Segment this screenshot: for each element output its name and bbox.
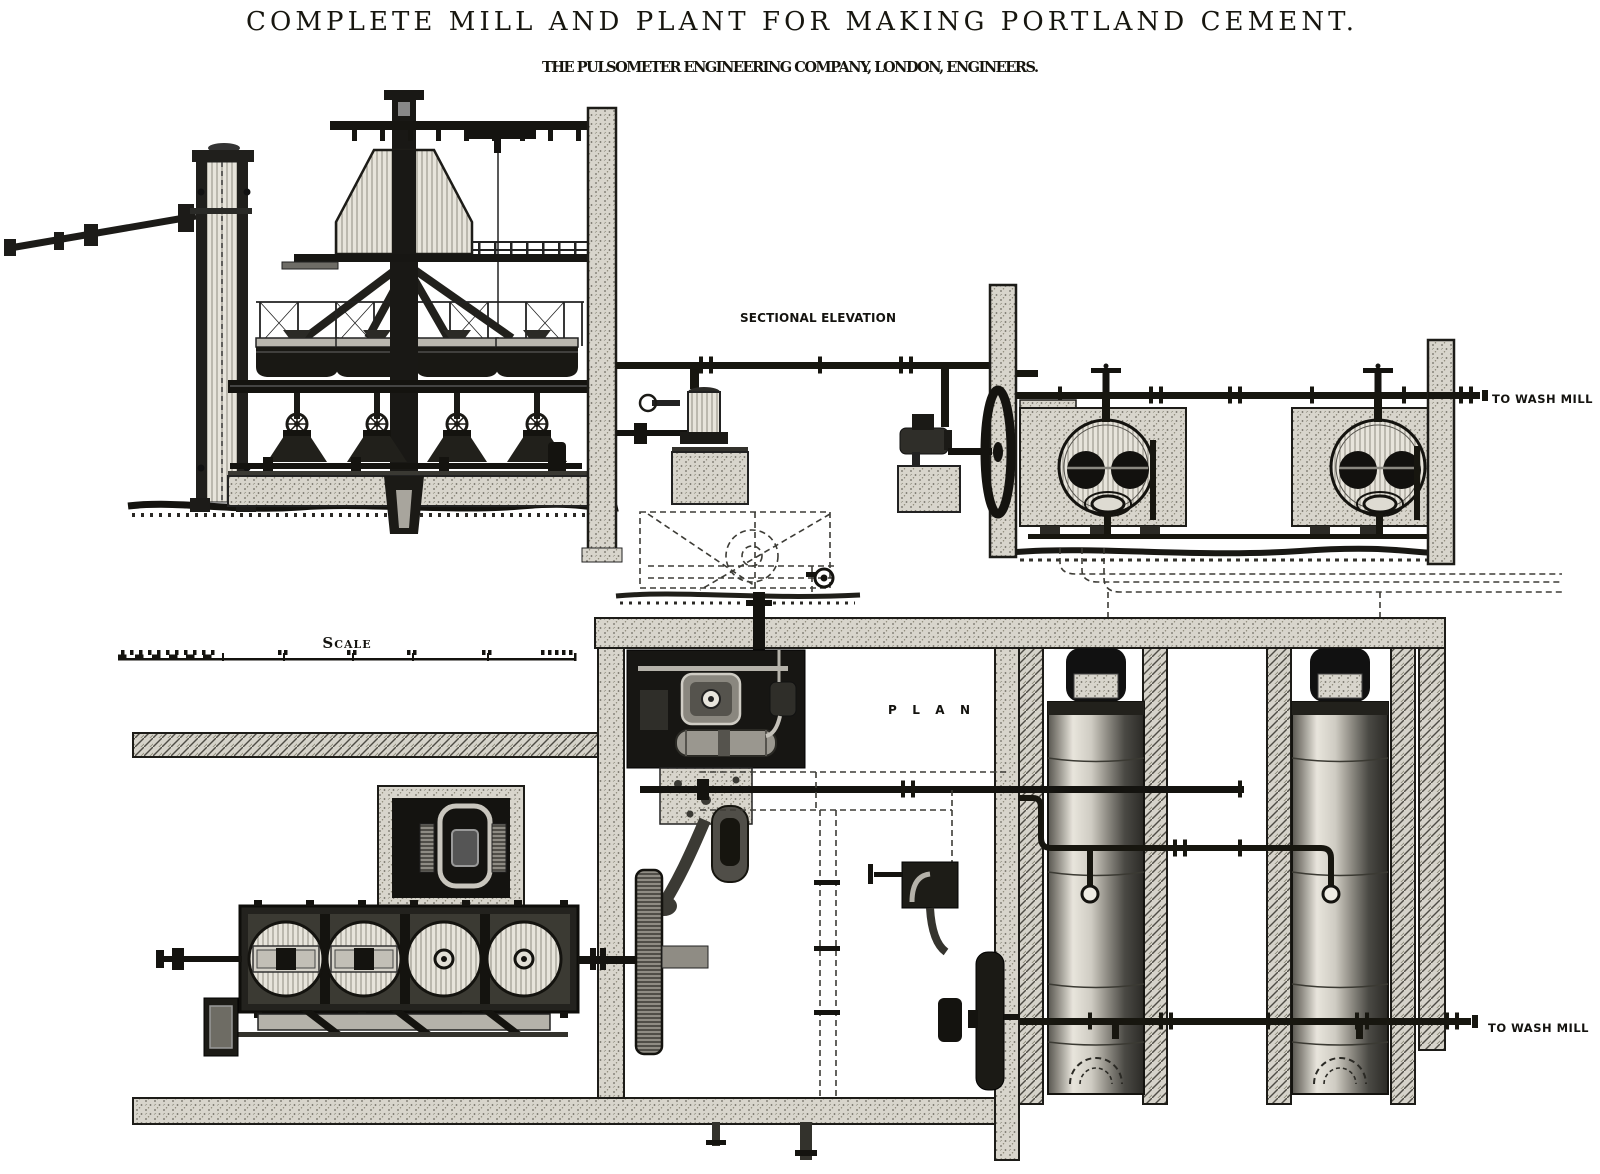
grinding-pan-4 bbox=[485, 920, 563, 998]
page-title: COMPLETE MILL AND PLANT FOR MAKING PORTL… bbox=[246, 7, 1354, 37]
mill-tower bbox=[227, 90, 609, 534]
storage-hopper bbox=[334, 148, 474, 256]
pulsometer-pump-1 bbox=[638, 369, 749, 505]
settling-tanks-elevation bbox=[1015, 338, 1488, 566]
flywheel-plan bbox=[975, 951, 1005, 1091]
wash-mill-pipe-plan bbox=[1019, 1018, 1471, 1025]
pump-plan bbox=[868, 861, 1020, 1091]
underground-pump-works bbox=[615, 511, 861, 605]
main-gear-plan bbox=[634, 868, 664, 1056]
plan-top-wall bbox=[594, 617, 1446, 649]
tank-plan-1 bbox=[1047, 647, 1145, 1095]
plan-thin-wall bbox=[132, 732, 599, 758]
pulsometer-pump-2 bbox=[897, 414, 961, 513]
plan-view: PLAN TO WASH MILL bbox=[132, 592, 1589, 1161]
to-wash-mill-label-plan: TO WASH MILL bbox=[1488, 1021, 1589, 1035]
plan-walls bbox=[132, 617, 1446, 1161]
flywheel-elevation bbox=[948, 385, 1016, 519]
page-subtitle: THE PULSOMETER ENGINEERING COMPANY, LOND… bbox=[542, 59, 1039, 76]
wall-footing bbox=[581, 547, 623, 563]
plan-piping bbox=[640, 771, 1478, 1160]
plan-label: PLAN bbox=[888, 703, 970, 717]
grinding-mill-plan bbox=[156, 785, 709, 1057]
plan-left-wall bbox=[597, 647, 625, 1101]
masonry-base bbox=[227, 471, 609, 534]
right-wall-section bbox=[1426, 338, 1456, 566]
tank-valve-2 bbox=[1363, 363, 1393, 392]
trolley bbox=[466, 130, 536, 139]
sectional-elevation-view: SECTIONAL ELEVATION TO WASH MILL bbox=[4, 90, 1593, 652]
bucket-elevator bbox=[190, 143, 256, 512]
main-shaft-plan bbox=[640, 786, 1244, 793]
grinding-pan-1 bbox=[247, 920, 325, 998]
mill-wall-section bbox=[586, 106, 618, 562]
elevation-label: SECTIONAL ELEVATION bbox=[740, 311, 896, 325]
tank-plan-2 bbox=[1291, 647, 1389, 1095]
mill-platform bbox=[281, 241, 608, 270]
tub-stand-1 bbox=[265, 391, 329, 464]
mixing-tub-3 bbox=[415, 329, 499, 378]
down-pipe-connector bbox=[746, 592, 772, 652]
plan-right-wall bbox=[1418, 647, 1446, 1051]
to-wash-mill-label-elevation: TO WASH MILL bbox=[1492, 392, 1593, 406]
feed-rod bbox=[4, 204, 197, 256]
grinding-pan-3 bbox=[405, 920, 483, 998]
plan-bottom-wall bbox=[132, 1097, 996, 1125]
pump-room bbox=[615, 283, 1018, 605]
delivery-pipe bbox=[1016, 392, 1458, 399]
tank-valve-1 bbox=[1091, 363, 1121, 392]
tub-stand-3 bbox=[425, 391, 489, 464]
mixing-tub-1 bbox=[255, 329, 339, 378]
column-cap bbox=[384, 90, 424, 100]
scale-bar: Scale bbox=[118, 634, 577, 661]
grinding-pan-2 bbox=[325, 920, 403, 998]
suction-pipe bbox=[616, 362, 1012, 369]
scale-label: Scale bbox=[322, 634, 371, 652]
